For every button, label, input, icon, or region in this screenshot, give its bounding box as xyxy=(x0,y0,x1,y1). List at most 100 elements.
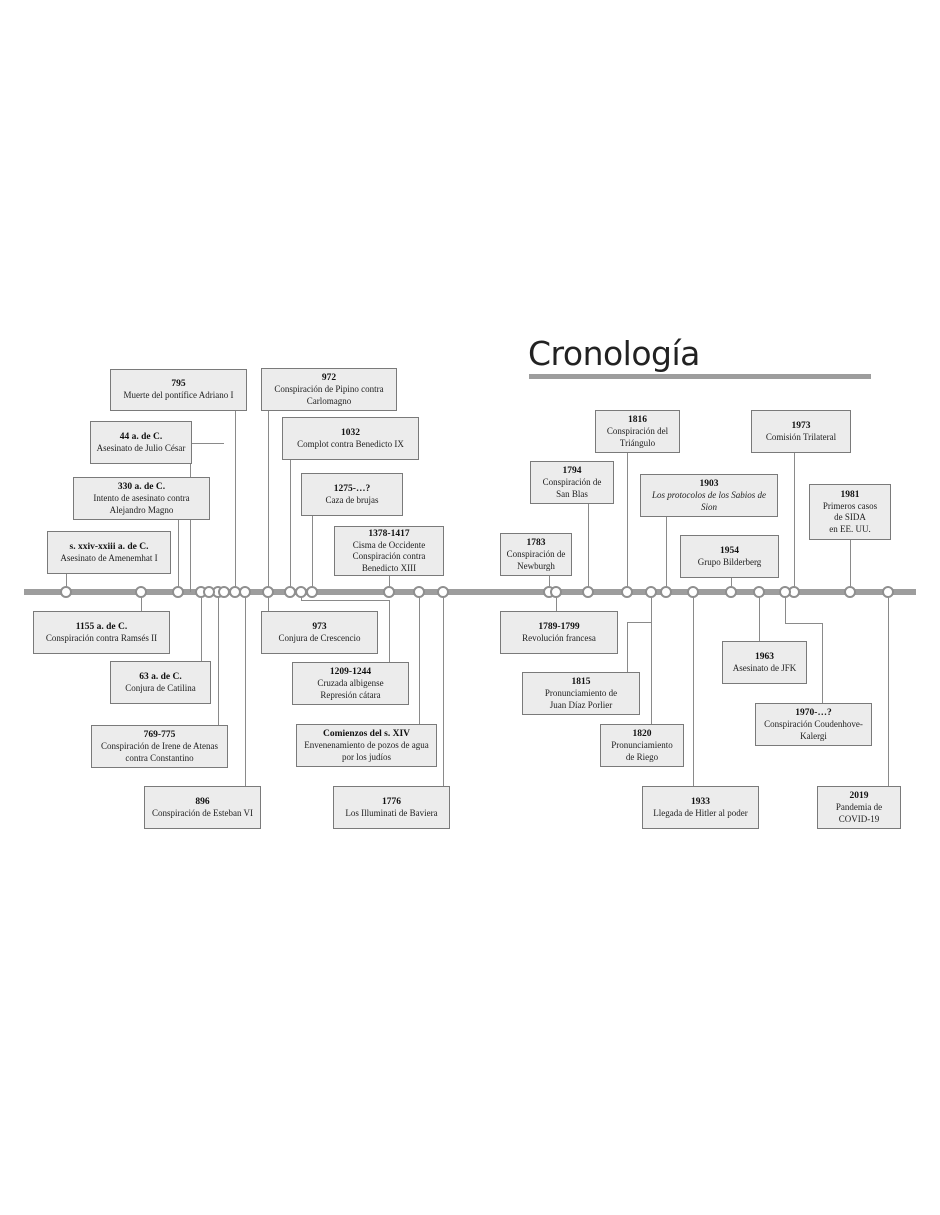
event-description: Conjura de Catilina xyxy=(125,682,196,693)
connector-line xyxy=(556,592,557,611)
event-description: Conspiración de Newburgh xyxy=(506,549,566,571)
event-description: Los Illuminati de Baviera xyxy=(345,807,438,818)
event-year: 1275-…? xyxy=(333,483,371,494)
connector-line xyxy=(419,592,420,724)
connector-line xyxy=(850,540,851,592)
timeline-dot xyxy=(550,586,562,598)
event-description: Pronunciamiento de Riego xyxy=(611,740,673,762)
event-box: 63 a. de C.Conjura de Catilina xyxy=(110,661,211,704)
connector-line xyxy=(785,623,822,624)
event-year: 1783 xyxy=(526,538,546,548)
event-year: 330 a. de C. xyxy=(117,482,166,492)
connector-line xyxy=(301,600,389,601)
event-year: 44 a. de C. xyxy=(119,431,163,442)
event-year: 1032 xyxy=(341,427,360,438)
timeline-dot xyxy=(645,586,657,598)
timeline-dot xyxy=(725,586,737,598)
timeline-dot xyxy=(621,586,633,598)
event-description: Conspiración de San Blas xyxy=(542,477,602,499)
event-year: 972 xyxy=(321,373,337,383)
event-year: 1776 xyxy=(382,796,401,807)
connector-line xyxy=(389,600,390,662)
timeline-dot xyxy=(383,586,395,598)
event-description: Llegada de Hitler al poder xyxy=(653,807,748,818)
title-underline xyxy=(529,374,871,379)
timeline-dot xyxy=(660,586,672,598)
connector-line xyxy=(627,622,628,672)
timeline-dot xyxy=(60,586,72,598)
connector-line xyxy=(389,576,390,592)
event-year: 1933 xyxy=(691,796,710,807)
event-description: Envenenamiento de pozos de agua por los … xyxy=(304,740,429,762)
connector-line xyxy=(141,592,142,611)
page-title: Cronología xyxy=(528,334,700,373)
connector-line xyxy=(666,517,667,592)
event-description: Grupo Bilderberg xyxy=(697,556,762,567)
event-description: Asesinato de JFK xyxy=(732,662,797,673)
timeline-dot xyxy=(753,586,765,598)
timeline-dot xyxy=(295,586,307,598)
event-year: 63 a. de C. xyxy=(139,671,182,682)
connector-line xyxy=(794,453,795,592)
timeline-dot xyxy=(687,586,699,598)
event-description: Revolución francesa xyxy=(522,632,596,643)
timeline-dot xyxy=(844,586,856,598)
timeline-dot xyxy=(779,586,791,598)
event-year: Comienzos del s. XIV xyxy=(322,729,411,739)
event-year: 1820 xyxy=(632,729,652,739)
connector-line xyxy=(651,592,652,724)
event-description: Asesinato de Julio César xyxy=(96,442,186,453)
event-description: Muerte del pontífice Adriano I xyxy=(123,390,234,401)
event-year: 769-775 xyxy=(143,730,176,740)
event-year: 1981 xyxy=(840,489,860,500)
event-year: 1963 xyxy=(755,651,774,662)
event-year: 1789-1799 xyxy=(538,621,580,632)
connector-line xyxy=(66,574,67,592)
connector-line xyxy=(235,411,236,592)
timeline-dot xyxy=(135,586,147,598)
connector-line xyxy=(549,576,550,592)
event-year: 1816 xyxy=(628,415,647,425)
event-year: s. xxiv-xxiii a. de C. xyxy=(69,541,149,552)
connector-line xyxy=(443,592,444,786)
event-description: Cruzada albigense Represión cátara xyxy=(317,678,384,700)
event-year: 795 xyxy=(171,379,186,390)
connector-line xyxy=(627,622,651,623)
connector-line xyxy=(693,592,694,786)
event-year: 1794 xyxy=(562,466,582,476)
connector-line xyxy=(627,453,628,592)
event-description: Pandemia de COVID-19 xyxy=(835,802,883,824)
event-year: 896 xyxy=(195,796,210,807)
timeline-dot xyxy=(203,586,215,598)
event-year: 1970-…? xyxy=(795,708,832,718)
event-box: 1970-…?Conspiración Coudenhove- Kalergi xyxy=(755,703,872,746)
timeline-axis xyxy=(24,589,916,595)
timeline-dot xyxy=(413,586,425,598)
connector-line xyxy=(268,411,269,592)
timeline-dot xyxy=(262,586,274,598)
event-description: Conspiración de Irene de Atenas contra C… xyxy=(101,741,218,763)
event-description: Pronunciamiento de Juan Díaz Porlier xyxy=(544,688,618,710)
event-year: 1378-1417 xyxy=(368,528,410,539)
event-year: 1155 a. de C. xyxy=(75,621,128,632)
connector-line xyxy=(888,592,889,786)
event-box: s. xxiv-xxiii a. de C.Asesinato de Amene… xyxy=(47,531,171,574)
